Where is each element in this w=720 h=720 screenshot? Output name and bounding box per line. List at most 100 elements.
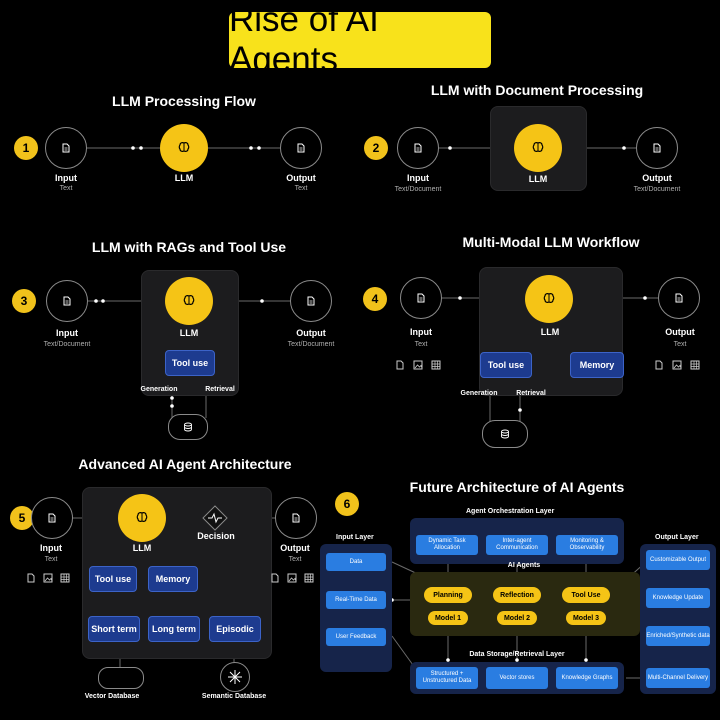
- s3-llm-node[interactable]: [165, 277, 213, 325]
- s5-episodic-box[interactable]: Episodic: [209, 616, 261, 642]
- brain-icon: [178, 142, 190, 152]
- decision-diamond-icon: [202, 505, 228, 531]
- s2-title: LLM with Document Processing: [430, 82, 644, 98]
- s6-ai-agents-title: AI Agents: [507, 562, 541, 569]
- s6-input-layer-title: Input Layer: [336, 534, 374, 541]
- s2-output-label: Output: [642, 173, 672, 183]
- s4-memory-box[interactable]: Memory: [570, 352, 624, 378]
- s5-memory-box[interactable]: Memory: [148, 566, 198, 592]
- s3-input-sub: Text/Document: [43, 341, 91, 348]
- s2-input-sub: Text/Document: [394, 186, 442, 193]
- document-icon: [675, 293, 683, 303]
- s4-llm-node[interactable]: [525, 275, 573, 323]
- s5-vector-database-node[interactable]: [98, 667, 144, 689]
- s5-llm-label: LLM: [132, 543, 152, 553]
- s1-number-badge: 1: [14, 136, 38, 160]
- document-icon: [292, 513, 300, 523]
- document-icon: [48, 513, 56, 523]
- s1-input-node[interactable]: [45, 127, 87, 169]
- brain-icon: [136, 512, 148, 522]
- s2-llm-label: LLM: [528, 174, 548, 184]
- s4-database-node[interactable]: [482, 420, 528, 448]
- s5-title: Advanced AI Agent Architecture: [78, 456, 292, 472]
- brain-icon: [183, 295, 195, 305]
- s6-orch-item-2[interactable]: Monitoring & Observability: [556, 535, 618, 555]
- s4-output-label: Output: [665, 327, 695, 337]
- s6-model-1[interactable]: Model 1: [428, 611, 468, 625]
- s5-output-node[interactable]: [275, 497, 317, 539]
- s1-title: LLM Processing Flow: [112, 93, 256, 109]
- s6-agent-planning[interactable]: Planning: [424, 587, 472, 603]
- table-icon: [690, 360, 700, 370]
- s6-storage-title: Data Storage/Retrieval Layer: [469, 651, 565, 658]
- s1-llm-node[interactable]: [160, 124, 208, 172]
- document-icon: [414, 143, 422, 153]
- s6-agent-reflection[interactable]: Reflection: [493, 587, 541, 603]
- s5-number-badge: 5: [10, 506, 34, 530]
- s6-orch-item-0[interactable]: Dynamic Task Allocation: [416, 535, 478, 555]
- s6-storage-structured[interactable]: Structured + Unstructured Data: [416, 667, 478, 689]
- s6-input-real-time-data[interactable]: Real-Time Data: [326, 591, 386, 609]
- s3-generation-label: Generation: [140, 386, 178, 393]
- s5-output-sub: Text: [288, 556, 302, 563]
- s6-output-enriched[interactable]: Enriched/Synthetic data: [646, 626, 710, 646]
- s5-long-term-box[interactable]: Long term: [148, 616, 200, 642]
- s6-model-3[interactable]: Model 3: [566, 611, 606, 625]
- document-icon: [63, 296, 71, 306]
- s6-storage-knowledge-graphs[interactable]: Knowledge Graphs: [556, 667, 618, 689]
- s1-input-sub: Text: [59, 185, 73, 192]
- s5-output-label: Output: [280, 543, 310, 553]
- s6-output-knowledge-update[interactable]: Knowledge Update: [646, 588, 710, 608]
- s3-llm-label: LLM: [179, 328, 199, 338]
- s4-input-sub: Text: [414, 341, 428, 348]
- s5-llm-node[interactable]: [118, 494, 166, 542]
- document-icon: [396, 360, 404, 370]
- document-icon: [417, 293, 425, 303]
- s4-generation-label: Generation: [460, 390, 498, 397]
- s5-semantic-database-node[interactable]: [220, 662, 250, 692]
- s4-tool-use-box[interactable]: Tool use: [480, 352, 532, 378]
- s5-decision-node[interactable]: [202, 505, 228, 531]
- s6-output-multi-channel[interactable]: Multi-Channel Delivery: [646, 668, 710, 688]
- s2-llm-node[interactable]: [514, 124, 562, 172]
- image-icon: [413, 360, 423, 370]
- s6-output-layer-title: Output Layer: [655, 534, 699, 541]
- s6-output-customizable[interactable]: Customizable Output: [646, 550, 710, 570]
- s5-decision-label: Decision: [197, 531, 235, 541]
- main-title: Rise of AI Agents: [229, 0, 491, 79]
- database-icon: [184, 422, 192, 432]
- s6-input-data[interactable]: Data: [326, 553, 386, 571]
- brain-icon: [543, 293, 555, 303]
- s5-vector-database-label: Vector Database: [84, 693, 140, 700]
- s3-output-node[interactable]: [290, 280, 332, 322]
- s5-tool-use-box[interactable]: Tool use: [89, 566, 137, 592]
- document-icon: [62, 143, 70, 153]
- s5-short-term-box[interactable]: Short term: [88, 616, 140, 642]
- s3-database-node[interactable]: [168, 414, 208, 440]
- s4-title: Multi-Modal LLM Workflow: [462, 234, 640, 250]
- s3-retrieval-label: Retrieval: [205, 386, 235, 393]
- s3-input-node[interactable]: [46, 280, 88, 322]
- s6-input-user-feedback[interactable]: User Feedback: [326, 628, 386, 646]
- s2-input-node[interactable]: [397, 127, 439, 169]
- s6-agent-tool-use[interactable]: Tool Use: [562, 587, 610, 603]
- brain-icon: [532, 142, 544, 152]
- s5-input-sub: Text: [44, 556, 58, 563]
- s4-input-label: Input: [410, 327, 432, 337]
- database-icon: [501, 429, 509, 439]
- s4-output-node[interactable]: [658, 277, 700, 319]
- s6-model-2[interactable]: Model 2: [497, 611, 537, 625]
- s5-output-modality-icons: [270, 573, 314, 583]
- s1-output-node[interactable]: [280, 127, 322, 169]
- s6-ai-agents-layer: [410, 572, 640, 636]
- s4-output-modality-icons: [654, 360, 700, 370]
- document-icon: [653, 143, 661, 153]
- s5-input-node[interactable]: [31, 497, 73, 539]
- s4-input-node[interactable]: [400, 277, 442, 319]
- s3-tool-use-box[interactable]: Tool use: [165, 350, 215, 376]
- s2-output-node[interactable]: [636, 127, 678, 169]
- s4-llm-label: LLM: [540, 327, 560, 337]
- s6-storage-vector-stores[interactable]: Vector stores: [486, 667, 548, 689]
- s6-orch-item-1[interactable]: Inter-agent Communication: [486, 535, 548, 555]
- table-icon: [304, 573, 314, 583]
